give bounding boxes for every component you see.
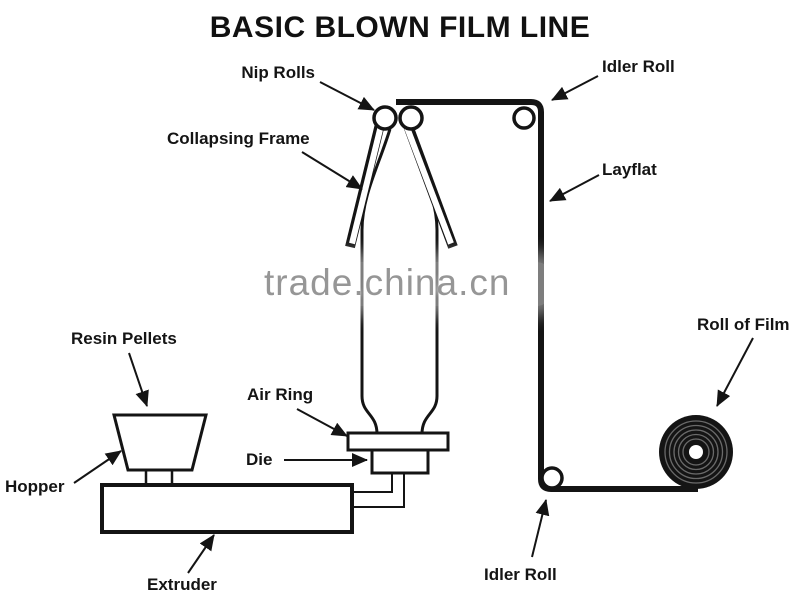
watermark-text: trade.china.cn — [264, 262, 511, 303]
idler-roll-bottom-label: Idler Roll — [484, 565, 557, 584]
nip-rolls-label: Nip Rolls — [241, 63, 315, 82]
extruder-arrow — [187, 534, 215, 574]
idler-roll-top — [512, 106, 536, 130]
roll-of-film — [659, 415, 733, 489]
roll-of-film-arrow — [716, 337, 754, 407]
nip-rolls-arrow — [319, 81, 375, 111]
hopper-arrow — [73, 450, 122, 484]
collapsing-frame-label: Collapsing Frame — [167, 129, 310, 148]
nip-rolls — [372, 105, 424, 131]
idler-roll-bottom — [540, 466, 564, 490]
idler-roll-bottom-arrow — [531, 499, 550, 558]
page-title: BASIC BLOWN FILM LINE — [209, 11, 591, 44]
die-feed-pipes — [352, 473, 405, 508]
watermark-halo — [253, 262, 548, 306]
extruder-label: Extruder — [147, 575, 217, 594]
collapsing-frame-arrow — [301, 151, 363, 190]
extruder — [100, 483, 354, 534]
idler-roll-top-label: Idler Roll — [602, 57, 675, 76]
hopper-label: Hopper — [5, 477, 65, 496]
air-ring-arrow — [296, 408, 348, 437]
roll-of-film-label: Roll of Film — [697, 315, 790, 334]
layflat-label: Layflat — [602, 160, 657, 179]
layflat-arrow — [549, 174, 600, 202]
air-ring-label: Air Ring — [247, 385, 314, 404]
hopper — [112, 413, 208, 472]
die — [370, 448, 430, 475]
idler-roll-top-arrow — [551, 75, 599, 101]
die-label: Die — [246, 450, 273, 469]
air-ring — [346, 431, 450, 452]
collapsing-frame — [345, 118, 458, 249]
resin-pellets-arrow — [128, 352, 149, 407]
bubble-left-edge — [360, 128, 392, 435]
resin-pellets-label: Resin Pellets — [71, 329, 177, 348]
